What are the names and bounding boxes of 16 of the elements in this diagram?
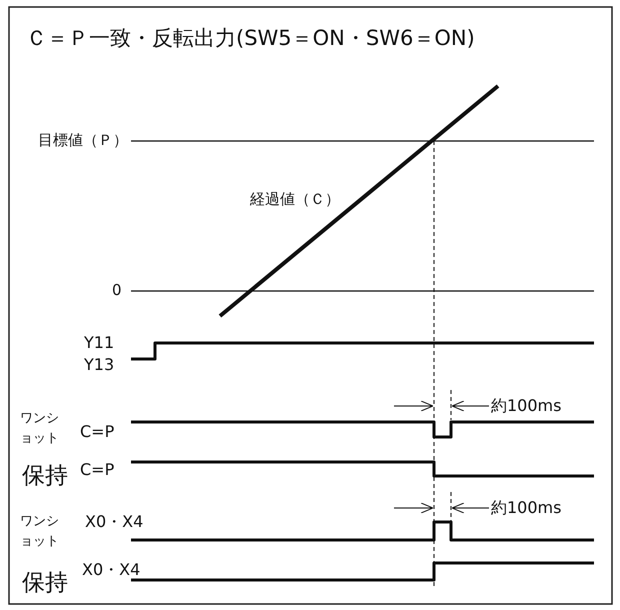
dimension-label: 約100ms	[491, 398, 562, 414]
axis-label: 目標値（Ｐ）	[37, 133, 128, 148]
signal-label: X0・X4	[82, 562, 140, 578]
signal-label: C=P	[80, 462, 114, 478]
curve-label: 経過値（Ｃ）	[250, 192, 340, 207]
title: Ｃ＝Ｐ一致・反転出力(SW5＝ON・SW6＝ON)	[26, 28, 475, 49]
signal-label: X0・X4	[85, 514, 144, 530]
signal-label: Y13	[84, 357, 114, 373]
signal-label: Y11	[84, 335, 114, 351]
axis-label: 0	[112, 283, 122, 298]
dimension-label: 約100ms	[491, 500, 562, 516]
signal-label: C=P	[80, 424, 114, 440]
signal-label: 保持	[22, 572, 68, 595]
signal-label: 保持	[22, 465, 68, 488]
signal-label: ワンショット	[20, 410, 60, 448]
signal-label: ワンショット	[20, 513, 60, 550]
